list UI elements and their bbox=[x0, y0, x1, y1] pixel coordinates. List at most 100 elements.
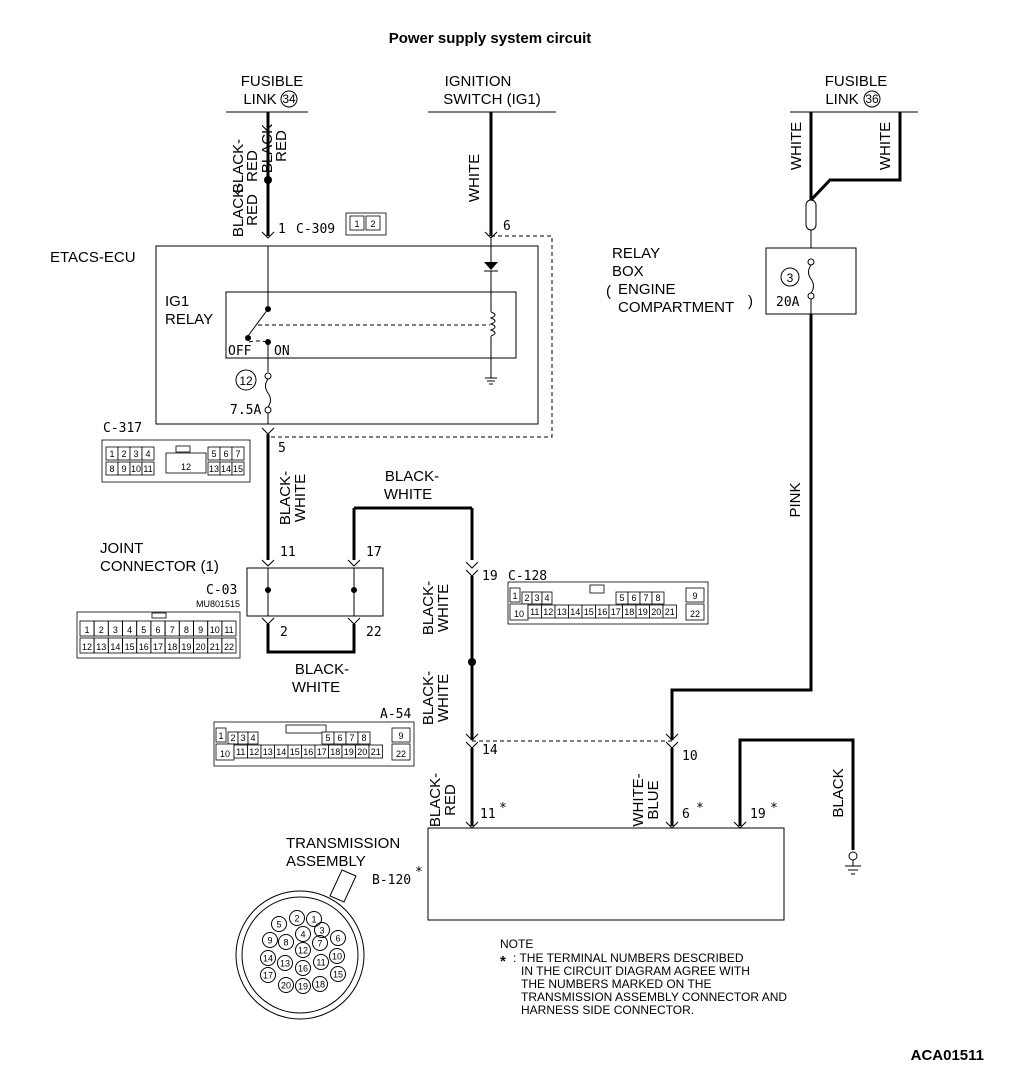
connector-c309: 1 2 bbox=[345, 212, 387, 236]
connector-pin-number: 11 bbox=[236, 747, 245, 757]
diagram-title: Power supply system circuit bbox=[389, 30, 592, 47]
connector-pin-number: 22 bbox=[224, 642, 234, 652]
svg-text:1: 1 bbox=[354, 219, 359, 229]
svg-text:*: * bbox=[770, 801, 778, 816]
svg-text:A-54: A-54 bbox=[380, 707, 411, 722]
connector-pin-number: 2 bbox=[99, 625, 104, 635]
connector-pin-number: 1 bbox=[311, 915, 316, 925]
connector-pin-number: 18 bbox=[330, 747, 340, 757]
connector-pin-number: 6 bbox=[155, 625, 160, 635]
connector-pin-number: 5 bbox=[325, 733, 330, 743]
connector-pin-number: 6 bbox=[335, 934, 340, 944]
svg-text:B-120: B-120 bbox=[372, 873, 411, 888]
svg-text:: THE TERMINAL NUMBERS DESCRIB: : THE TERMINAL NUMBERS DESCRIBED bbox=[513, 951, 744, 965]
connector-pin bbox=[295, 960, 311, 976]
connector-pin-cell bbox=[165, 452, 207, 474]
svg-text:2: 2 bbox=[280, 625, 288, 640]
connector-pin-number: 22 bbox=[396, 749, 406, 759]
connector-pin-number: 13 bbox=[96, 642, 106, 652]
connector-pin bbox=[278, 977, 294, 993]
svg-text:LINK: LINK bbox=[825, 91, 858, 108]
diagram-code: ACA01511 bbox=[911, 1047, 984, 1064]
connector-pin-cell bbox=[368, 744, 383, 759]
connector-pin-number: 15 bbox=[125, 642, 135, 652]
connector-pin-number: 9 bbox=[121, 464, 126, 474]
etacs-ecu: ETACS-ECU IG1 RELAY OFF ON 12 7.5A bbox=[50, 238, 539, 425]
connector-pin-number: 9 bbox=[398, 731, 403, 741]
splice-point bbox=[264, 176, 272, 184]
connector-pin-number: 14 bbox=[570, 607, 580, 617]
svg-text:BLACK-: BLACK- bbox=[385, 468, 439, 485]
connector-pin-number: 3 bbox=[534, 593, 539, 603]
svg-text:36: 36 bbox=[865, 92, 879, 106]
svg-text:WHITE: WHITE bbox=[384, 486, 432, 503]
connector-pin-number: 18 bbox=[167, 642, 177, 652]
svg-text:C-03: C-03 bbox=[206, 583, 237, 598]
svg-text:10: 10 bbox=[682, 749, 698, 764]
svg-text:TRANSMISSION ASSEMBLY CONNECTO: TRANSMISSION ASSEMBLY CONNECTOR AND bbox=[521, 990, 787, 1004]
connector-pin bbox=[330, 930, 346, 946]
wire-pink bbox=[670, 314, 813, 740]
fusible-link-34: FUSIBLE LINK 34 bbox=[226, 73, 308, 113]
joint-connector: JOINT CONNECTOR (1) C-03 MU801515 11 17 … bbox=[100, 540, 384, 640]
connector-pin-number: 10 bbox=[514, 609, 524, 619]
svg-text:BLACK-: BLACK- bbox=[259, 119, 276, 173]
connector-pin-cell bbox=[141, 446, 155, 461]
svg-text:PINK: PINK bbox=[787, 482, 804, 517]
connector-pin-number: 15 bbox=[233, 464, 243, 474]
fusible-link-number-circle bbox=[280, 90, 298, 108]
connector-pin-number: 11 bbox=[143, 464, 152, 474]
connector-pin-cell bbox=[221, 620, 237, 637]
connector-pin-cell bbox=[391, 727, 411, 743]
svg-text:ETACS-ECU: ETACS-ECU bbox=[50, 249, 136, 266]
connector-pin-number: 13 bbox=[280, 959, 290, 969]
connector-pin-number: 5 bbox=[211, 449, 216, 459]
connector-pin-number: 9 bbox=[267, 936, 272, 946]
svg-text:17: 17 bbox=[366, 545, 382, 560]
connector-pin-number: 3 bbox=[240, 733, 245, 743]
connector-pin-number: 1 bbox=[109, 449, 114, 459]
connector-pin-cell bbox=[231, 461, 245, 476]
svg-text:WHITE: WHITE bbox=[435, 584, 452, 632]
connector-pin-cell bbox=[685, 603, 705, 621]
svg-text:WHITE: WHITE bbox=[292, 474, 309, 522]
connector-pin-number: 21 bbox=[665, 607, 675, 617]
connector-pin-number: 10 bbox=[131, 464, 141, 474]
connector-pin-cell bbox=[247, 731, 259, 745]
connector-pin-number: 20 bbox=[651, 607, 661, 617]
connector-pin-number: 15 bbox=[290, 747, 300, 757]
connector-pin bbox=[277, 955, 293, 971]
connector-pin-cell bbox=[357, 731, 371, 745]
connector-pin-number: 4 bbox=[250, 733, 255, 743]
connector-pin-cell bbox=[391, 743, 411, 761]
wire-white-fl36-b bbox=[809, 112, 902, 202]
connector-pin-number: 19 bbox=[638, 607, 648, 617]
svg-text:JOINT: JOINT bbox=[100, 540, 143, 557]
svg-text:CONNECTOR (1): CONNECTOR (1) bbox=[100, 558, 219, 575]
connector-pin-number: 2 bbox=[121, 449, 126, 459]
connector-pin-number: 5 bbox=[276, 920, 281, 930]
svg-text:BLACK-: BLACK- bbox=[230, 183, 247, 237]
svg-text:6: 6 bbox=[503, 219, 511, 234]
connector-pin-number: 5 bbox=[141, 625, 146, 635]
svg-text:TRANSMISSION: TRANSMISSION bbox=[286, 835, 400, 852]
connector-pin-number: 19 bbox=[344, 747, 354, 757]
svg-text:WHITE: WHITE bbox=[292, 679, 340, 696]
connector-pin-cell bbox=[651, 591, 665, 605]
relay-coil-icon bbox=[489, 311, 496, 337]
connector-pin-number: 12 bbox=[82, 642, 92, 652]
svg-text:RELAY: RELAY bbox=[165, 311, 213, 328]
relay-box: RELAY BOX ( ENGINE COMPARTMENT ) 3 20A bbox=[606, 245, 857, 316]
connector-pin-number: 8 bbox=[361, 733, 366, 743]
connector-pin bbox=[295, 942, 311, 958]
svg-text:FUSIBLE: FUSIBLE bbox=[825, 73, 888, 90]
svg-text:COMPARTMENT: COMPARTMENT bbox=[618, 299, 734, 316]
connector-pin-number: 17 bbox=[263, 971, 273, 981]
connector-pin-number: 2 bbox=[294, 914, 299, 924]
connector-pin-number: 4 bbox=[127, 625, 132, 635]
svg-text:19: 19 bbox=[750, 807, 766, 822]
connector-pin bbox=[295, 978, 311, 994]
